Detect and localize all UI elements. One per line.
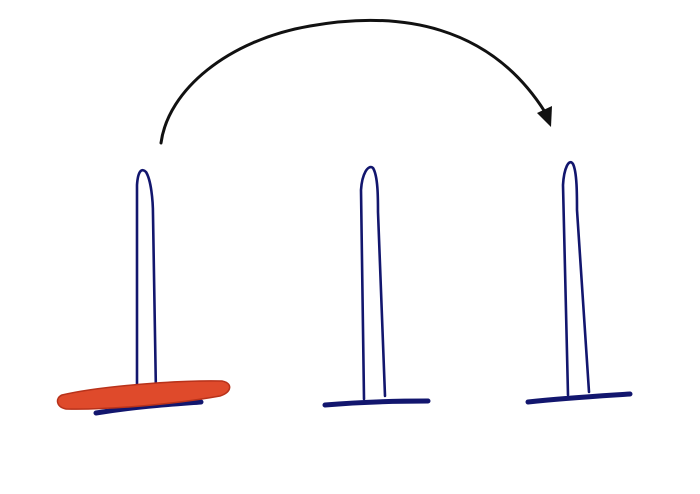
peg-middle <box>322 165 431 408</box>
disk-1 <box>56 380 231 410</box>
peg-right-post <box>561 161 591 397</box>
peg-right-base <box>525 391 633 405</box>
peg-right <box>525 161 633 405</box>
peg-middle-post <box>359 165 387 401</box>
peg-left-post <box>135 168 158 402</box>
move-arrow-head <box>537 106 552 127</box>
peg-left-base <box>93 399 204 416</box>
peg-middle-base <box>322 398 431 408</box>
move-arrow-curve <box>159 18 547 145</box>
peg-left <box>93 168 204 416</box>
